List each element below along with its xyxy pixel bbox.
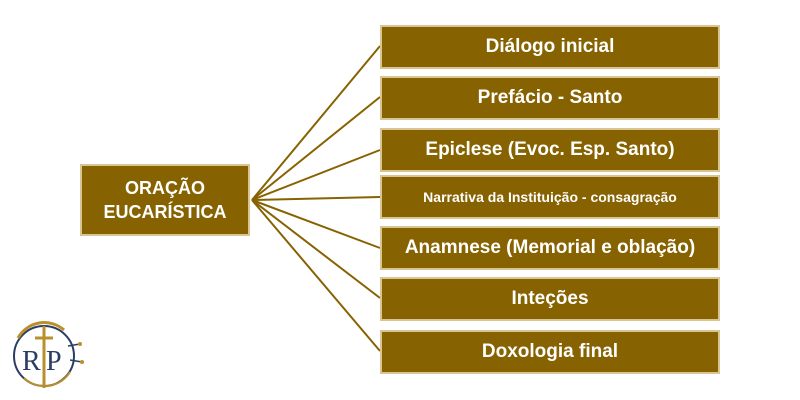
branch-node-label: Epiclese (Evoc. Esp. Santo) — [425, 139, 675, 160]
branch-node-label: Narrativa da Instituição - consagração — [423, 189, 677, 205]
branch-node-label: Prefácio - Santo — [477, 87, 623, 108]
branch-node-label: Doxologia final — [481, 341, 619, 362]
connector-line-5 — [251, 199, 381, 249]
branch-node-4: Narrativa da Instituição - consagração — [380, 175, 720, 219]
svg-text:P: P — [46, 346, 62, 377]
branch-node-7: Doxologia final — [380, 330, 720, 374]
connector-line-3 — [251, 149, 381, 201]
root-node-label: ORAÇÃO EUCARÍSTICA — [103, 178, 227, 222]
branch-node-1: Diálogo inicial — [380, 25, 720, 69]
branch-node-3: Epiclese (Evoc. Esp. Santo) — [380, 128, 720, 172]
connector-line-2 — [251, 96, 381, 201]
branch-node-label: Diálogo inicial — [485, 36, 615, 57]
connector-line-1 — [251, 45, 381, 201]
connector-line-4 — [251, 196, 381, 201]
root-node: ORAÇÃO EUCARÍSTICA — [80, 164, 250, 236]
rp-monogram-cross-logo-icon: R P — [13, 321, 84, 388]
svg-text:R: R — [22, 346, 41, 377]
branch-node-5: Anamnese (Memorial e oblação) — [380, 226, 720, 270]
connector-line-6 — [251, 199, 381, 299]
branch-node-label: Inteções — [511, 288, 589, 309]
branch-node-label: Anamnese (Memorial e oblação) — [404, 237, 696, 258]
connector-line-7 — [251, 199, 381, 352]
branch-node-6: Inteções — [380, 277, 720, 321]
branch-node-2: Prefácio - Santo — [380, 76, 720, 120]
